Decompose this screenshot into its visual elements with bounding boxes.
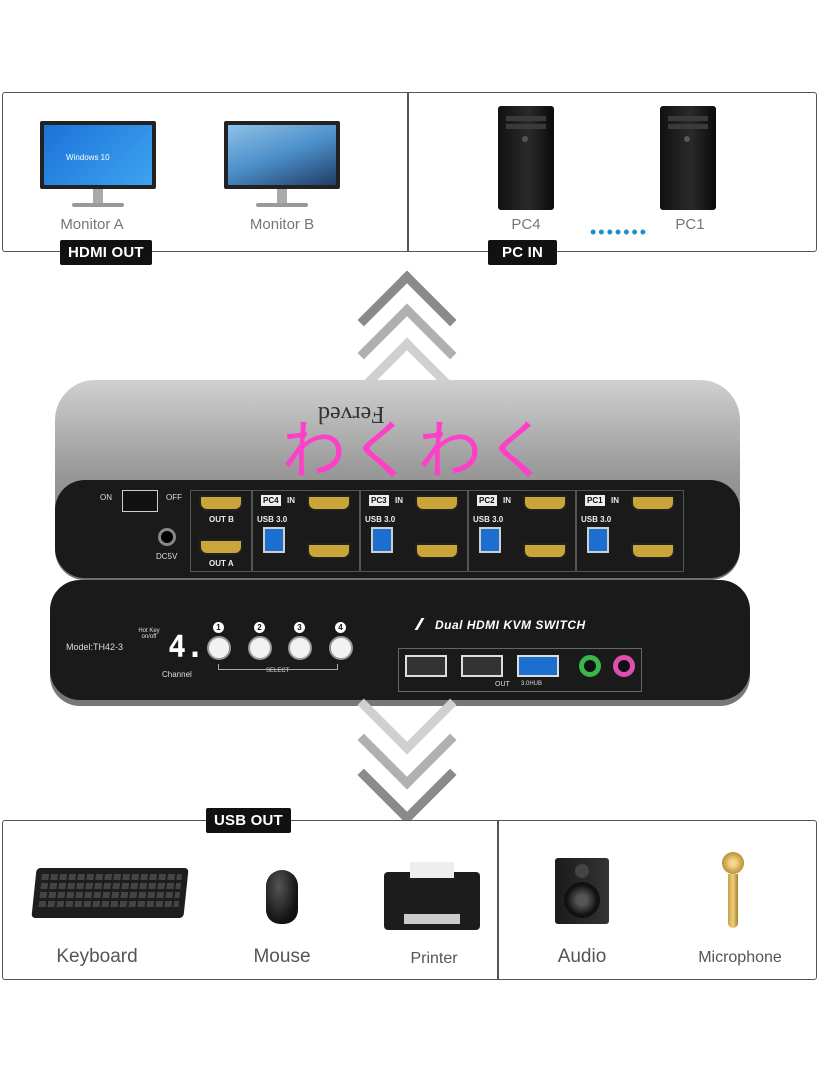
hdmi-in-port[interactable] bbox=[307, 495, 351, 511]
audio-label: Audio bbox=[557, 946, 607, 967]
on-label: ON bbox=[100, 493, 112, 502]
select-button-4[interactable] bbox=[329, 636, 353, 660]
speaker-image bbox=[555, 858, 609, 924]
hdmi-in-port[interactable] bbox=[307, 543, 351, 559]
pc-in-tag: PC IN bbox=[488, 240, 558, 265]
out-b-label: OUT B bbox=[209, 515, 234, 524]
pc4-tower-image bbox=[498, 106, 554, 210]
hdmi-in-port[interactable] bbox=[415, 543, 459, 559]
microphone-image bbox=[722, 852, 744, 928]
printer-image bbox=[384, 862, 480, 930]
usb3-b-port[interactable] bbox=[371, 527, 393, 553]
pc3-badge: PC3 bbox=[369, 495, 389, 506]
keyboard-label: Keyboard bbox=[56, 946, 138, 967]
kvm-title: Dual HDMI KVM SWITCH bbox=[435, 618, 586, 632]
hdmi-in-port[interactable] bbox=[415, 495, 459, 511]
pc1-badge: PC1 bbox=[585, 495, 605, 506]
hdmi-out-tag: HDMI OUT bbox=[60, 240, 152, 265]
keyboard-usb-port[interactable] bbox=[405, 655, 447, 677]
pc3-port-group: PC3 IN USB 3.0 bbox=[360, 490, 468, 572]
monitor-a-screen-text: Windows 10 bbox=[66, 153, 110, 162]
top-panel-divider bbox=[407, 93, 409, 251]
audio-jack[interactable] bbox=[579, 655, 601, 677]
usb-out-tag: USB OUT bbox=[206, 808, 291, 833]
keyboard-image bbox=[31, 868, 189, 918]
usb3-b-port[interactable] bbox=[479, 527, 501, 553]
usb3-b-port[interactable] bbox=[263, 527, 285, 553]
off-label: OFF bbox=[166, 493, 182, 502]
kvm-switch-front-unit bbox=[50, 580, 750, 700]
channel-label: Channel bbox=[162, 670, 192, 679]
usb3-b-port[interactable] bbox=[587, 527, 609, 553]
out-label: OUT bbox=[495, 681, 510, 688]
pc1-port-group: PC1 IN USB 3.0 bbox=[576, 490, 684, 572]
mouse-label: Mouse bbox=[253, 946, 311, 967]
select-bracket bbox=[218, 664, 338, 670]
monitor-b-image bbox=[224, 121, 340, 207]
dc-label: DC5V bbox=[156, 552, 178, 561]
bottom-panel-divider bbox=[497, 821, 499, 979]
dc-jack[interactable] bbox=[158, 528, 176, 546]
pc2-port-group: PC2 IN USB 3.0 bbox=[468, 490, 576, 572]
printer-label: Printer bbox=[410, 950, 458, 967]
out-a-label: OUT A bbox=[209, 559, 234, 568]
channel-led-display: 4. bbox=[168, 630, 205, 665]
hdmi-out-b-port[interactable] bbox=[199, 495, 243, 511]
overlay-text: わくわく bbox=[282, 415, 554, 487]
select-label: SELECT bbox=[266, 668, 290, 674]
mouse-usb-port[interactable] bbox=[461, 655, 503, 677]
usb3-hub-port[interactable] bbox=[517, 655, 559, 677]
hdmi-out-a-port[interactable] bbox=[199, 539, 243, 555]
select-button-2[interactable] bbox=[248, 636, 272, 660]
monitor-a-image: Windows 10 bbox=[40, 121, 156, 207]
hdmi-in-port[interactable] bbox=[631, 543, 675, 559]
hdmi-in-port[interactable] bbox=[631, 495, 675, 511]
monitor-a-label: Monitor A bbox=[60, 216, 124, 233]
mouse-image bbox=[266, 870, 298, 924]
select-button-1[interactable] bbox=[207, 636, 231, 660]
select-button-3[interactable] bbox=[288, 636, 312, 660]
microphone-label: Microphone bbox=[698, 949, 782, 966]
hotkey-label: Hot Key on/off bbox=[138, 628, 160, 640]
pc-dots: ••••••• bbox=[590, 222, 649, 242]
front-port-panel: OUT 3.0HUB bbox=[398, 648, 642, 692]
usb-hub-label: 3.0HUB bbox=[521, 681, 543, 687]
hdmi-in-port[interactable] bbox=[523, 543, 567, 559]
pc1-label: PC1 bbox=[675, 216, 705, 233]
pc4-badge: PC4 bbox=[261, 495, 281, 506]
model-label: Model:TH42-3 bbox=[66, 642, 124, 652]
pc2-badge: PC2 bbox=[477, 495, 497, 506]
power-switch[interactable] bbox=[122, 490, 158, 512]
output-port-group: OUT B OUT A bbox=[190, 490, 252, 572]
mic-jack[interactable] bbox=[613, 655, 635, 677]
pc4-port-group: PC4 IN USB 3.0 bbox=[252, 490, 360, 572]
monitor-b-label: Monitor B bbox=[249, 216, 315, 233]
hdmi-in-port[interactable] bbox=[523, 495, 567, 511]
pc1-tower-image bbox=[660, 106, 716, 210]
pc4-label: PC4 bbox=[511, 216, 541, 233]
